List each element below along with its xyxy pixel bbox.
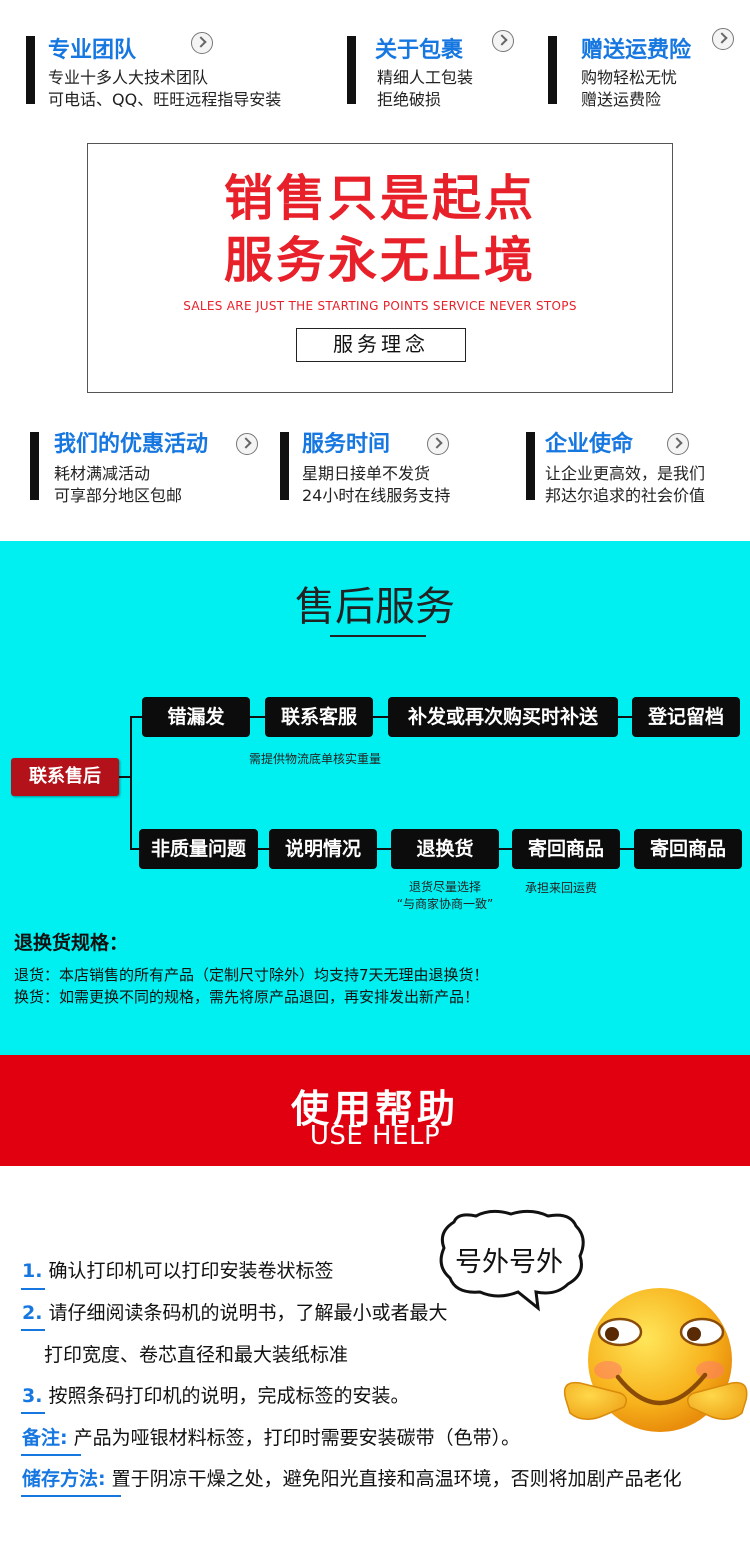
connector-line bbox=[130, 848, 140, 850]
feature-line: 购物轻松无忧 bbox=[581, 68, 678, 87]
flow-note: “与商家协商一致” bbox=[396, 897, 494, 911]
feature-title: 关于包裹 bbox=[375, 38, 464, 63]
arrow-right-icon bbox=[492, 30, 514, 52]
feature-professional-team: 专业团队 专业十多人大技术团队 可电话、QQ、旺旺远程指导安装 bbox=[26, 32, 326, 109]
slogan-line-1: 销售只是起点 bbox=[223, 170, 536, 227]
return-rule-line: 退货：本店销售的所有产品（定制尺寸除外）均支持7天无理由退换货！ bbox=[14, 966, 489, 984]
step-text: 确认打印机可以打印安装卷状标签 bbox=[48, 1260, 334, 1282]
help-step-2-cont: 打印宽度、卷芯直径和最大装纸标准 bbox=[44, 1340, 348, 1367]
step-underline bbox=[21, 1288, 45, 1290]
feature-line: 让企业更高效，是我们 bbox=[545, 464, 706, 483]
feature-promotions: 我们的优惠活动 耗材满减活动 可享部分地区包邮 bbox=[30, 432, 270, 505]
flow-step-missing-shipment: 错漏发 bbox=[142, 697, 250, 737]
after-sales-section bbox=[0, 541, 750, 1055]
flow-step-contact-support: 联系客服 bbox=[265, 697, 373, 737]
connector-line bbox=[118, 776, 131, 778]
after-sales-title: 售后服务 bbox=[295, 584, 455, 630]
arrow-right-icon bbox=[712, 28, 734, 50]
feature-service-hours: 服务时间 星期日接单不发货 24小时在线服务支持 bbox=[280, 432, 460, 505]
feature-freight-insurance: 赠送运费险 购物轻松无忧 赠送运费险 bbox=[548, 28, 743, 109]
feature-title: 赠送运费险 bbox=[581, 38, 692, 63]
use-help-subtitle: USE HELP bbox=[309, 1121, 441, 1151]
flow-step-record: 登记留档 bbox=[632, 697, 740, 737]
slogan-box: 销售只是起点 服务永无止境 SALES ARE JUST THE STARTIN… bbox=[87, 143, 673, 393]
storage-underline bbox=[21, 1495, 121, 1497]
feature-line: 可电话、QQ、旺旺远程指导安装 bbox=[48, 90, 282, 109]
step-text: 请仔细阅读条码机的说明书，了解最小或者最大 bbox=[48, 1302, 448, 1324]
note-text: 产品为哑银材料标签，打印时需要安装碳带（色带）。 bbox=[73, 1427, 521, 1449]
flow-step-explain: 说明情况 bbox=[269, 829, 377, 869]
flow-step-send-back: 寄回商品 bbox=[512, 829, 620, 869]
step-text: 打印宽度、卷芯直径和最大装纸标准 bbox=[44, 1344, 349, 1366]
feature-line: 星期日接单不发货 bbox=[302, 464, 431, 483]
accent-bar bbox=[347, 36, 356, 104]
speech-bubble-icon bbox=[439, 1209, 585, 1312]
feature-line: 24小时在线服务支持 bbox=[302, 486, 451, 505]
help-step-2: 2. 请仔细阅读条码机的说明书，了解最小或者最大 bbox=[22, 1298, 448, 1325]
flow-step-resend: 补发或再次购买时补送 bbox=[388, 697, 618, 737]
service-philosophy-label: 服务理念 bbox=[296, 328, 466, 362]
use-help-title: 使用帮助 bbox=[290, 1087, 459, 1131]
note-underline bbox=[21, 1454, 81, 1456]
step-underline bbox=[21, 1329, 45, 1331]
step-number: 3. bbox=[22, 1385, 43, 1407]
accent-bar bbox=[548, 36, 557, 104]
speech-bubble-text: 号外号外 bbox=[455, 1247, 563, 1278]
storage-text: 置于阴凉干燥之处，避免阳光直接和高温环境，否则将加剧产品老化 bbox=[111, 1468, 682, 1490]
help-note: 备注: 产品为哑银材料标签，打印时需要安装碳带（色带）。 bbox=[22, 1423, 520, 1450]
smiley-emoji-icon bbox=[563, 1288, 748, 1432]
step-number: 1. bbox=[22, 1260, 43, 1282]
arrow-right-icon bbox=[191, 32, 213, 54]
feature-package: 关于包裹 精细人工包装 拒绝破损 bbox=[347, 30, 527, 109]
feature-line: 赠送运费险 bbox=[581, 90, 662, 109]
flow-note: 需提供物流底单核实重量 bbox=[249, 752, 382, 766]
return-rules-title: 退换货规格： bbox=[14, 932, 129, 954]
step-number: 2. bbox=[22, 1302, 43, 1324]
title-underline bbox=[330, 635, 426, 637]
feature-title: 专业团队 bbox=[48, 38, 137, 63]
storage-label: 储存方法: bbox=[22, 1468, 106, 1490]
feature-title: 我们的优惠活动 bbox=[54, 432, 209, 457]
connector-line bbox=[130, 716, 132, 850]
feature-title: 企业使命 bbox=[545, 432, 634, 457]
use-help-banner bbox=[0, 1055, 750, 1166]
note-label: 备注: bbox=[22, 1427, 68, 1449]
step-underline bbox=[21, 1412, 45, 1414]
flow-step-return-exchange: 退换货 bbox=[391, 829, 499, 869]
arrow-right-icon bbox=[667, 433, 689, 455]
help-step-1: 1. 确认打印机可以打印安装卷状标签 bbox=[22, 1256, 334, 1283]
arrow-right-icon bbox=[427, 433, 449, 455]
arrow-right-icon bbox=[236, 433, 258, 455]
flow-note: 承担来回运费 bbox=[524, 881, 597, 895]
feature-title: 服务时间 bbox=[302, 432, 391, 457]
contact-after-sales: 联系售后 bbox=[11, 758, 119, 796]
slogan-english: SALES ARE JUST THE STARTING POINTS SERVI… bbox=[183, 299, 577, 313]
feature-line: 耗材满减活动 bbox=[54, 464, 151, 483]
feature-line: 邦达尔追求的社会价值 bbox=[545, 486, 706, 505]
exchange-rule-line: 换货：如需更换不同的规格，需先将原产品退回，再安排发出新产品！ bbox=[14, 988, 480, 1006]
help-storage: 储存方法: 置于阴凉干燥之处，避免阳光直接和高温环境，否则将加剧产品老化 bbox=[22, 1464, 682, 1491]
accent-bar bbox=[280, 432, 289, 500]
connector-line bbox=[130, 716, 142, 718]
accent-bar bbox=[30, 432, 39, 500]
flow-step-send-back: 寄回商品 bbox=[634, 829, 742, 869]
feature-line: 拒绝破损 bbox=[377, 90, 442, 109]
feature-mission: 企业使命 让企业更高效，是我们 邦达尔追求的社会价值 bbox=[526, 432, 741, 505]
flow-note: 退货尽量选择 bbox=[408, 880, 481, 894]
feature-line: 专业十多人大技术团队 bbox=[48, 68, 209, 87]
feature-line: 可享部分地区包邮 bbox=[54, 486, 183, 505]
step-text: 按照条码打印机的说明，完成标签的安装。 bbox=[48, 1385, 410, 1407]
help-step-3: 3. 按照条码打印机的说明，完成标签的安装。 bbox=[22, 1381, 410, 1408]
flow-step-non-quality: 非质量问题 bbox=[139, 829, 258, 869]
accent-bar bbox=[526, 432, 535, 500]
slogan-line-2: 服务永无止境 bbox=[223, 232, 536, 289]
feature-line: 精细人工包装 bbox=[377, 68, 474, 87]
accent-bar bbox=[26, 36, 35, 104]
